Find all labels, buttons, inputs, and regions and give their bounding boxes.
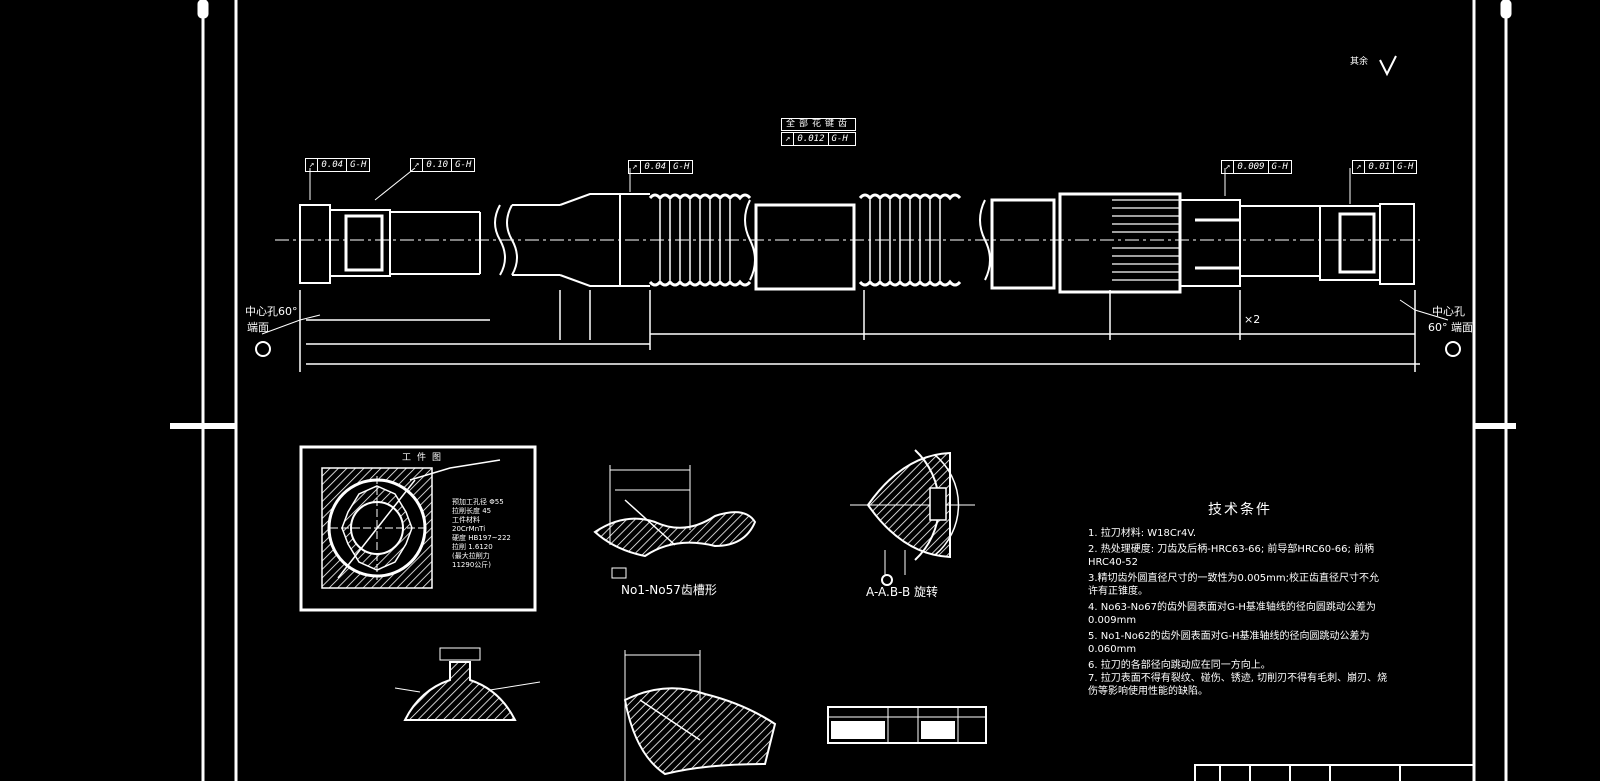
runout-symbol: ↗ [782,133,795,145]
tech-condition-item: 2. 热处理硬度: 刀齿及后柄-HRC63-66; 前导部HRC60-66; 前… [1088,544,1374,568]
workpiece-spec: 预加工孔径 Φ55 [452,498,504,506]
title-block [1194,764,1475,781]
workpiece-spec: 硬度 HB197~222 [452,534,511,542]
runout-symbol: ↗ [1353,161,1366,173]
tech-condition-item: 3.精切齿外圆直径尺寸的一致性为0.005mm;校正齿直径尺寸不允许有正锥度。 [1088,573,1380,597]
tech-condition-item: 7. 拉刀表面不得有裂纹、碰伤、锈迹, 切削刃不得有毛刺、崩刃、烧伤等影响使用性… [1088,673,1388,697]
tolerance-datum: G-H [455,160,472,170]
workpiece-spec: (最大拉削力 [452,552,490,560]
center-hole-label-right: 中心孔 [1432,305,1465,318]
tolerance-value: 0.10 [423,159,453,171]
caption-tooth-profile: No1-No57齿槽形 [621,583,717,597]
runout-symbol: ↗ [306,159,319,171]
workpiece-spec: 工件材料 [452,516,480,524]
roughness-symbol [1379,55,1397,77]
tolerance-value: 0.01 [1365,161,1395,173]
full-spline-frame: ↗ 0.012 G-H [781,132,857,146]
workpiece-spec: 拉削 1.6120 [452,543,493,551]
tech-condition-item: 4. No63-No67的齿外圆表面对G-H基准轴线的径向圆跳动公差为0.009… [1088,602,1376,626]
tolerance-value: 0.012 [794,133,829,145]
tolerance-value: 0.009 [1234,161,1269,173]
tech-conditions-title: 技术条件 [1208,502,1272,518]
tech-conditions: 技术条件 1. 拉刀材料: W18Cr4V. 2. 热处理硬度: 刀齿及后柄-H… [1088,503,1388,701]
center-hole-label-left: 中心孔60° [245,305,298,318]
tolerance-frame-3: ↗ 0.04 G-H [628,160,694,174]
full-spline-tolerance: 全部花键齿 ↗ 0.012 G-H [781,118,857,146]
tolerance-frame-5: ↗ 0.01 G-H [1352,160,1418,174]
center-hole-face-left: 端面 [247,321,269,334]
workpiece-spec: 20CrMnTi [452,525,486,533]
caption-section-view: A-A.B-B 旋转 [866,585,939,599]
workpiece-spec: 拉削长度 45 [452,507,492,515]
section-view-aa [850,449,975,586]
tooth-profile-detail-2 [623,650,777,781]
tolerance-datum: G-H [1397,162,1414,172]
tolerance-frame-1: ↗ 0.04 G-H [305,158,371,172]
tech-condition-item: 1. 拉刀材料: W18Cr4V. [1088,528,1197,539]
tolerance-value: 0.04 [641,161,671,173]
dimension-x2: ×2 [1244,313,1261,326]
tech-condition-item: 5. No1-No62的齿外圆表面对G-H基准轴线的径向圆跳动公差为0.060m… [1088,631,1370,655]
tolerance-datum: G-H [831,134,848,144]
broach-main-view [255,167,1461,372]
shank-detail [394,647,541,721]
tolerance-value: 0.04 [318,159,348,171]
sheet-frame [170,0,1516,781]
workpiece-spec: 11290公斤) [452,561,491,569]
roughness-label: 其余 [1350,57,1369,67]
workpiece-specs: 预加工孔径 Φ55 拉削长度 45 工件材料 20CrMnTi 硬度 HB197… [452,498,511,570]
runout-symbol: ↗ [411,159,424,171]
tooth-profile-detail [593,465,757,579]
tolerance-frame-2: ↗ 0.10 G-H [410,158,476,172]
workpiece-title: 工件图 [402,453,448,463]
tolerance-datum: G-H [1271,162,1288,172]
runout-symbol: ↗ [629,161,642,173]
tech-condition-item: 6. 拉刀的各部径向跳动应在同一方向上。 [1088,660,1271,671]
tolerance-datum: G-H [350,160,367,170]
workpiece-diagram [299,445,537,612]
tolerance-frame-4: ↗ 0.009 G-H [1221,160,1292,174]
tolerance-datum: G-H [673,162,690,172]
full-spline-title: 全部花键齿 [781,118,857,131]
tooth-table [827,706,987,744]
center-hole-face-right: 60° 端面 [1428,321,1473,334]
runout-symbol: ↗ [1222,161,1235,173]
